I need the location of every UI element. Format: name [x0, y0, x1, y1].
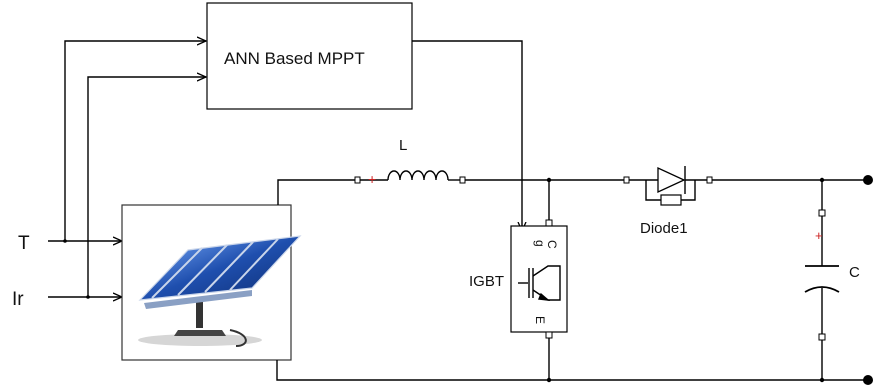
inductor-coil: [387, 170, 449, 181]
output-terminal-positive[interactable]: [863, 175, 873, 185]
mppt-output-wire: [412, 40, 522, 231]
inductor-label: L: [399, 137, 407, 154]
igbt-gate-pin-label: g: [533, 240, 547, 247]
diode-block[interactable]: Diode1: [623, 166, 713, 237]
solar-panel-icon: [138, 235, 302, 347]
igbt-emitter-pin-label: E: [533, 316, 547, 324]
capacitor-label: C: [849, 264, 860, 281]
pv-positive-wire: [277, 179, 355, 205]
igbt-label: IGBT: [469, 273, 504, 290]
diode-symbol: [657, 166, 686, 194]
pv-array-block[interactable]: [121, 204, 302, 361]
igbt-block[interactable]: g C E IGBT: [469, 180, 568, 380]
inductor-polarity-mark: +: [368, 171, 376, 187]
capacitor-block[interactable]: + C: [804, 180, 860, 380]
output-terminals[interactable]: [863, 175, 873, 385]
diode-label: Diode1: [640, 220, 688, 237]
irradiance-input-label: Ir: [12, 289, 24, 310]
diode-snubber-icon: [660, 194, 682, 206]
capacitor-polarity-mark: +: [815, 228, 823, 243]
output-terminal-negative[interactable]: [863, 375, 873, 385]
igbt-symbol: [518, 265, 561, 301]
igbt-collector-pin-label: C: [545, 240, 559, 249]
inductor-block[interactable]: + L: [354, 137, 466, 187]
mppt-block-label: ANN Based MPPT: [224, 49, 365, 68]
ground-rail: [276, 360, 868, 381]
temperature-input-label: T: [18, 233, 30, 254]
input-wires: [48, 41, 206, 299]
mppt-block[interactable]: ANN Based MPPT: [206, 2, 413, 110]
igbt-emitter-node: [546, 377, 552, 383]
